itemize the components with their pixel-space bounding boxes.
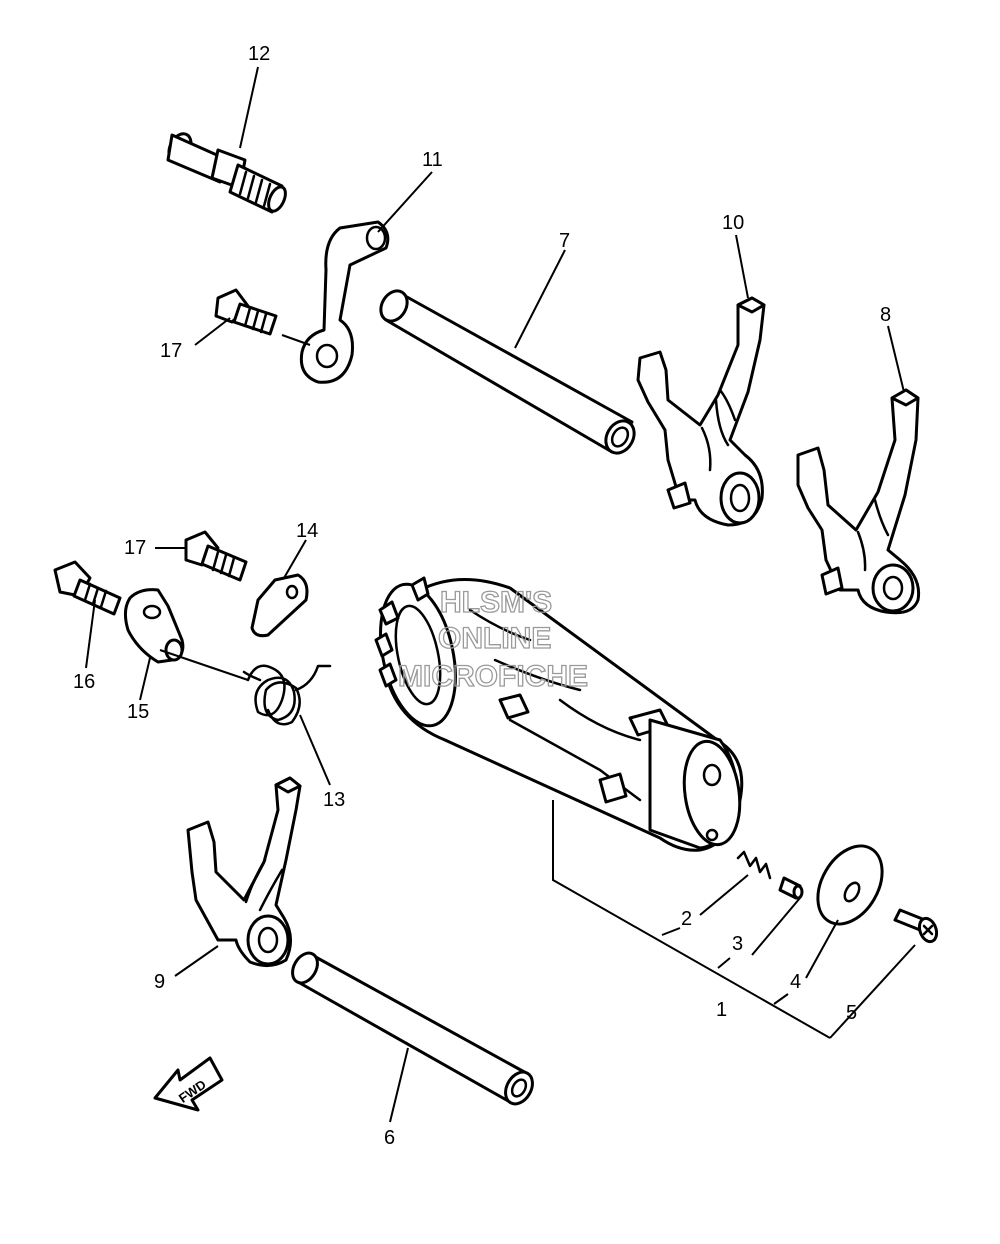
part-13-torsion-spring	[242, 664, 332, 726]
watermark-line-2: ONLINE	[438, 622, 551, 655]
part-2-spring	[736, 850, 772, 880]
callout-11: 11	[422, 149, 443, 171]
part-11-lever-plate	[299, 220, 390, 384]
part-9-shift-fork	[186, 776, 302, 967]
part-14-plate	[250, 573, 309, 638]
callout-9: 9	[154, 971, 165, 993]
part-15-stopper-arm	[123, 588, 185, 664]
callout-16: 16	[73, 671, 95, 693]
fwd-direction-arrow: FWD	[153, 1056, 224, 1112]
watermark-line-1: HLSM'S	[440, 586, 552, 619]
part-17-bolt-upper	[214, 288, 278, 336]
callout-17-upper: 17	[160, 340, 182, 362]
part-17-bolt-middle	[184, 530, 248, 582]
callout-2: 2	[681, 908, 692, 930]
callout-7: 7	[559, 230, 570, 252]
callout-15: 15	[127, 701, 149, 723]
leader-lines	[85, 66, 916, 1123]
part-12-stud	[166, 132, 287, 214]
callout-numbers: 12 11 7 10 8 17 14 17 16 15 13 2 3 4 1 5…	[73, 43, 891, 1149]
part-3-pin	[778, 876, 804, 900]
watermark: HLSM'S ONLINE MICROFICHE	[397, 585, 588, 693]
part-5-screw	[893, 908, 939, 944]
part-1-shift-drum	[374, 576, 744, 852]
part-8-shift-fork	[796, 388, 921, 615]
callout-10: 10	[722, 212, 744, 234]
callout-17-middle: 17	[124, 537, 146, 559]
callout-4: 4	[790, 971, 801, 993]
callout-12: 12	[248, 43, 270, 65]
part-10-shift-fork	[636, 296, 766, 527]
part-16-bolt	[53, 560, 122, 616]
callout-6: 6	[384, 1127, 395, 1149]
callout-3: 3	[732, 933, 743, 955]
watermark-line-3: MICROFICHE	[398, 660, 588, 693]
part-6-shaft	[291, 951, 534, 1106]
callout-5: 5	[846, 1002, 857, 1024]
part-7-shaft	[379, 289, 636, 455]
callout-14: 14	[296, 520, 318, 542]
callout-8: 8	[880, 304, 891, 326]
callout-13: 13	[323, 789, 345, 811]
part-4-washer	[816, 844, 884, 926]
callout-1: 1	[716, 999, 727, 1021]
